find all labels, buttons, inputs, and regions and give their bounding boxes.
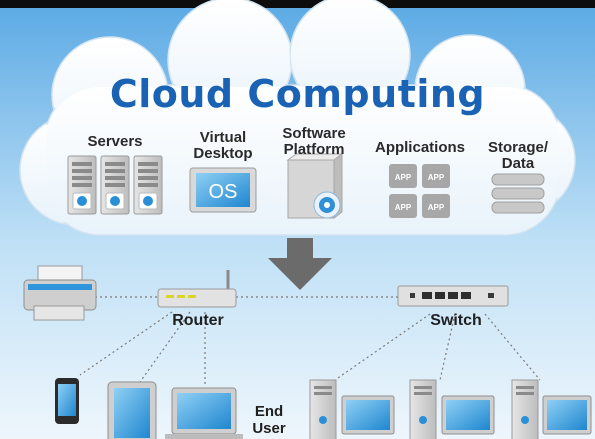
storage-data-label-line1: Storage/: [487, 139, 548, 156]
smartphone-icon: [55, 378, 79, 424]
app-tile-label: APP: [395, 203, 412, 212]
server-rack-icon: [67, 155, 163, 215]
storage-data-label-line2: Data: [501, 155, 535, 172]
servers-label: Servers: [87, 133, 143, 150]
down-arrow-icon: [268, 238, 332, 290]
printer-icon: [23, 265, 97, 321]
os-label: OS: [209, 181, 238, 203]
desktop-computer-icon: [511, 379, 592, 439]
software-platform-label-line1: Software: [282, 125, 346, 142]
software-box-icon: [286, 153, 344, 219]
virtual-desktop-label-line1: Virtual: [199, 129, 247, 146]
desktop-computer-icon: [309, 379, 395, 439]
app-tile-label: APP: [428, 203, 445, 212]
tablet-icon: [107, 381, 157, 439]
desktop-computer-icon: [409, 379, 495, 439]
applications-label: Applications: [374, 139, 465, 156]
virtual-desktop-label: Virtual Desktop: [185, 130, 261, 162]
diagram-title: Cloud Computing: [109, 72, 486, 116]
storage-data-label: Storage/ Data: [478, 140, 558, 172]
app-tiles-icon: APP APP APP APP: [389, 164, 450, 218]
router-label: Router: [172, 312, 224, 329]
end-user-label: End User: [246, 403, 292, 437]
software-platform-label: Software Platform: [274, 126, 354, 158]
app-tile-label: APP: [395, 173, 412, 182]
switch-label: Switch: [430, 312, 482, 329]
top-bar: [0, 0, 595, 8]
virtual-desktop-label-line2: Desktop: [193, 145, 253, 162]
end-user-label-line2: User: [252, 420, 286, 437]
database-icon: [491, 173, 545, 214]
router-icon: [157, 270, 237, 308]
virtual-desktop-icon: OS: [189, 167, 257, 213]
app-tile-label: APP: [428, 173, 445, 182]
network-connections: [79, 296, 541, 385]
laptop-icon: [165, 387, 243, 439]
software-platform-label-line2: Platform: [283, 141, 345, 158]
end-user-label-line1: End: [254, 403, 284, 420]
switch-icon: [397, 285, 509, 307]
